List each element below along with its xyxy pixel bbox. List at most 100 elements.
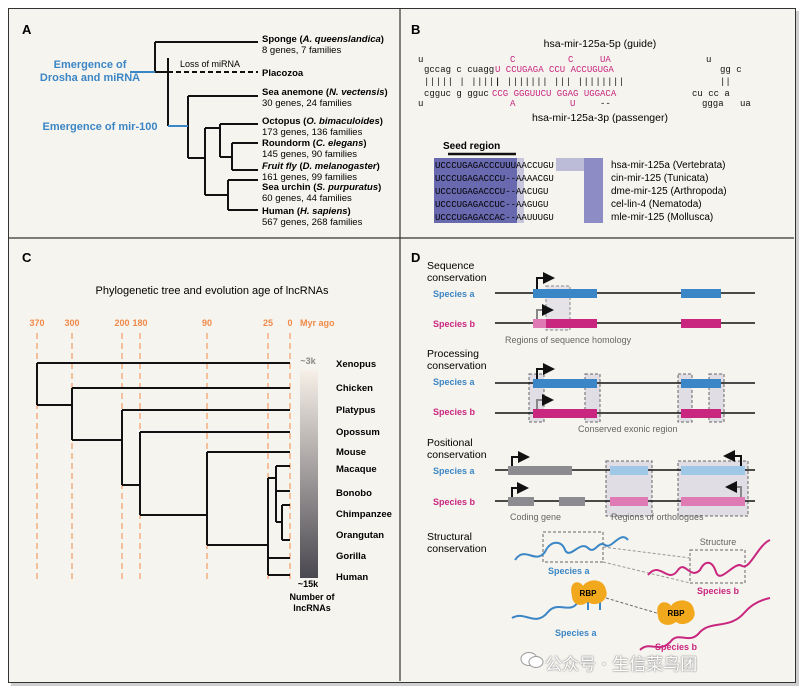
species-label: Macaque <box>336 464 377 475</box>
species-label: Chicken <box>336 383 373 394</box>
proc-title-line2: conservation <box>427 360 487 372</box>
svg-text:Fruit fly (D. melanogaster): Fruit fly (D. melanogaster) <box>262 161 380 172</box>
taxon-stats: 145 genes, 90 families <box>262 149 357 160</box>
species-label: Human <box>336 572 368 583</box>
seq-title-line1: Sequence <box>427 260 474 272</box>
gradient-bottom-label: ~15k <box>298 579 319 589</box>
svg-text:C: C <box>510 55 516 65</box>
taxon-name: Placozoa <box>262 68 304 79</box>
panel-c-title: Phylogenetic tree and evolution age of l… <box>96 285 329 297</box>
species-labels: XenopusChickenPlatypusOpossumMouseMacaqu… <box>336 359 392 583</box>
species-a-label: Species a <box>555 628 598 638</box>
taxon-stats: 60 genes, 44 families <box>262 193 352 204</box>
alignment-rows: UCCCUGAGACCCUUUAACCUGU hsa-mir-125a (Vert… <box>435 160 727 223</box>
svg-text:--: -- <box>600 99 611 109</box>
species-a-label: Species a <box>433 466 476 476</box>
taxon-stats: 161 genes, 99 families <box>262 172 357 183</box>
watermark: 公众号 · 生信菜鸟团 <box>545 655 698 675</box>
drosha-event-line1: Emergence of <box>54 59 127 71</box>
svg-text:U: U <box>570 99 575 109</box>
svg-text:gccag c cuagg: gccag c cuagg <box>424 65 494 75</box>
taxon-name: Sea anemone <box>262 87 323 98</box>
taxon-species: N. vectensis <box>329 87 384 98</box>
taxon-name: Octopus <box>262 116 301 127</box>
taxon-species: C. elegans <box>316 138 364 149</box>
svg-text:CCG GGGUUCU GGAG UGGACA: CCG GGGUUCU GGAG UGGACA <box>492 89 617 99</box>
struct-title-line2: conservation <box>427 543 487 555</box>
alignment-label: mle-mir-125 (Mollusca) <box>611 212 713 223</box>
species-a-label: Species a <box>548 566 591 576</box>
panel-b: B hsa-mir-125a-5p (guide) u C C UA u gcc… <box>411 22 751 223</box>
taxon-name: Sponge <box>262 34 297 45</box>
hairpin-structure: u C C UA u gccag c cuagg U CCUGAGA CCU A… <box>418 55 751 109</box>
svg-text:U CCUGAGA CCU ACCUGUGA: U CCUGAGA CCU ACCUGUGA <box>495 65 614 75</box>
panel-c: C Phylogenetic tree and evolution age of… <box>22 250 392 613</box>
species-label: Mouse <box>336 447 366 458</box>
species-label: Xenopus <box>336 359 376 370</box>
species-label: Platypus <box>336 405 376 416</box>
taxon-name: Fruit fly <box>262 161 298 172</box>
taxon-name: Roundorm <box>262 138 310 149</box>
svg-text:u: u <box>418 99 423 109</box>
species-b-structure <box>647 539 771 577</box>
time-tick-label: 200 <box>114 318 129 328</box>
panel-a-letter: A <box>22 22 32 37</box>
gradient-top-label: ~3k <box>300 356 316 366</box>
alignment-label: cel-lin-4 (Nematoda) <box>611 199 702 210</box>
panel-a: A Loss of miRNA E <box>22 22 388 228</box>
species-label: Opossum <box>336 427 380 438</box>
alignment-sequence: UCCCUGAGACCCU--AACUGU <box>435 187 548 197</box>
taxon-species: H. sapiens <box>300 206 348 217</box>
taxon-name: Sea urchin <box>262 182 311 193</box>
taxon-name: Human <box>262 206 294 217</box>
struct-title-line1: Structural <box>427 531 472 543</box>
mir100-event-label: Emergence of mir-100 <box>43 121 158 133</box>
alignment-sequence: UCCCUGAGACCCUUUAACCUGU <box>435 161 554 171</box>
lncrna-tree <box>36 362 290 576</box>
svg-text:C: C <box>568 55 574 65</box>
guide-title: hsa-mir-125a-5p (guide) <box>544 38 657 50</box>
svg-text:Human (H. sapiens): Human (H. sapiens) <box>262 206 351 217</box>
seed-highlight <box>434 158 517 223</box>
alignment-label: hsa-mir-125a (Vertebrata) <box>611 160 726 171</box>
alignment-sequence: UCCCUGAGACCUC--AAGUGU <box>435 200 548 210</box>
rbp-label-b: RBP <box>668 609 686 618</box>
gradient-label-line2: lncRNAs <box>293 603 331 613</box>
svg-text:A: A <box>510 99 516 109</box>
svg-text:Sponge (A. queenslandica): Sponge (A. queenslandica) <box>262 34 384 45</box>
time-tick-label: 180 <box>132 318 147 328</box>
svg-text:cgguc g gguc: cgguc g gguc <box>424 89 489 99</box>
svg-text:u: u <box>706 55 711 65</box>
time-tick-label: 25 <box>263 318 273 328</box>
seed-label: Seed region <box>443 141 500 152</box>
species-a-label: Species a <box>433 377 476 387</box>
time-tick-label: 300 <box>64 318 79 328</box>
taxon-stats: 173 genes, 136 families <box>262 127 363 138</box>
svg-text:UA: UA <box>600 55 611 65</box>
taxon-species: D. melanogaster <box>303 161 378 172</box>
taxon-species: O. bimaculoides <box>306 116 379 127</box>
species-b-label: Species b <box>433 407 476 417</box>
taxon-stats: 567 genes, 268 families <box>262 217 363 228</box>
svg-text:u: u <box>418 55 423 65</box>
time-tick-label: 90 <box>202 318 212 328</box>
wechat-icon <box>520 652 544 668</box>
species-b-label: Species b <box>697 586 740 596</box>
taxon-species: A. queenslandica <box>302 34 381 45</box>
figure-frame <box>8 8 796 683</box>
svg-text:||: || <box>720 77 731 87</box>
species-a-label: Species a <box>433 289 476 299</box>
svg-text:ggga: ggga <box>702 99 724 109</box>
panel-c-letter: C <box>22 250 32 265</box>
pos-title-line1: Positional <box>427 437 473 449</box>
svg-text:cu cc a: cu cc a <box>692 89 730 99</box>
species-label: Bonobo <box>336 488 372 499</box>
species-label: Chimpanzee <box>336 509 392 520</box>
structure-label: Structure <box>700 537 737 547</box>
alignment-label: cin-mir-125 (Tunicata) <box>611 173 708 184</box>
gradient-label-line1: Number of <box>290 592 336 602</box>
homology-label: Regions of sequence homology <box>505 335 632 345</box>
taxon-stats: 8 genes, 7 families <box>262 45 341 56</box>
